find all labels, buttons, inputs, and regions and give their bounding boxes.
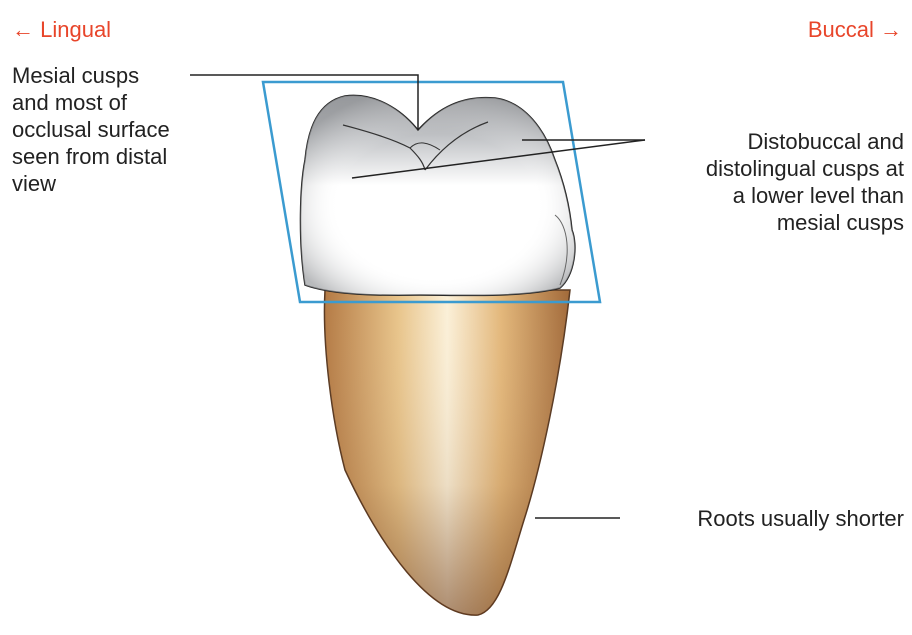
root — [324, 290, 570, 615]
crown — [300, 95, 574, 295]
